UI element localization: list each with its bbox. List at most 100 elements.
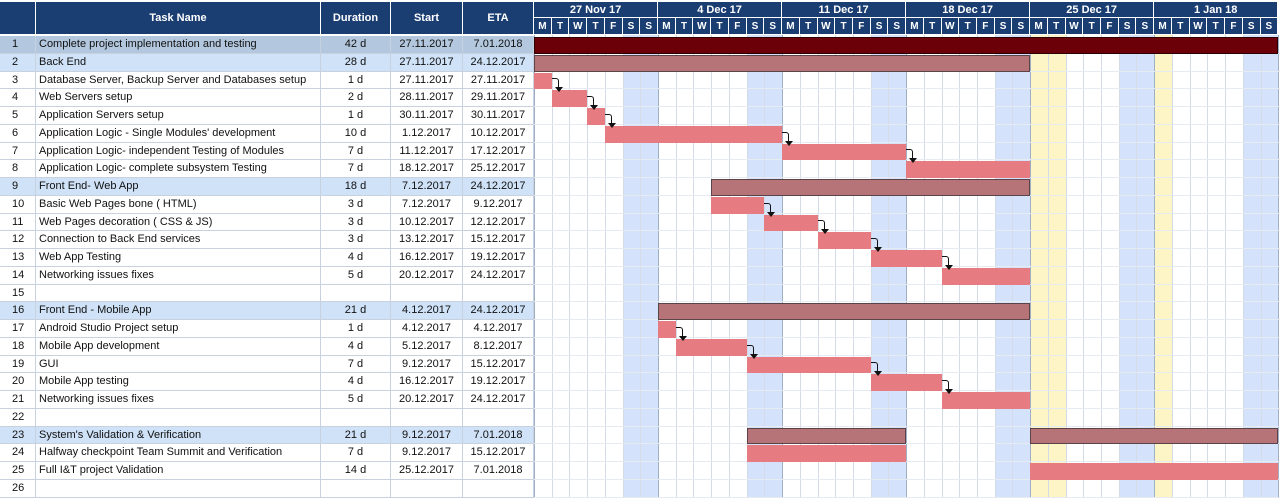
task-eta[interactable]: 17.12.2017 [463, 142, 534, 161]
task-duration[interactable]: 5 d [321, 266, 391, 285]
summary-bar[interactable] [534, 54, 1031, 72]
task-eta[interactable]: 7.01.2018 [463, 462, 534, 480]
task-bar[interactable] [658, 321, 676, 338]
task-start[interactable]: 30.11.2017 [391, 107, 463, 125]
task-eta[interactable]: 7.01.2018 [463, 36, 534, 54]
header-task-name[interactable]: Task Name [36, 2, 321, 34]
task-name[interactable]: Application Servers setup [36, 107, 321, 125]
task-name[interactable]: Application Logic- complete subsystem Te… [36, 160, 321, 178]
task-duration[interactable]: 3 d [321, 231, 391, 249]
task-duration[interactable]: 21 d [321, 426, 391, 445]
task-duration[interactable]: 18 d [321, 178, 391, 196]
task-name[interactable]: Application Logic- independent Testing o… [36, 142, 321, 161]
task-name[interactable]: Networking issues fixes [36, 391, 321, 409]
task-name[interactable]: Web Pages decoration ( CSS & JS) [36, 213, 321, 232]
task-start[interactable]: 7.12.2017 [391, 195, 463, 214]
task-start[interactable]: 9.12.2017 [391, 426, 463, 445]
header-eta[interactable]: ETA [463, 2, 534, 34]
task-start[interactable]: 4.12.2017 [391, 320, 463, 338]
task-start[interactable]: 18.12.2017 [391, 160, 463, 178]
task-eta[interactable]: 25.12.2017 [463, 160, 534, 178]
task-name[interactable]: Application Logic - Single Modules' deve… [36, 124, 321, 143]
header-start[interactable]: Start [391, 2, 463, 34]
task-bar[interactable] [764, 214, 818, 232]
task-bar[interactable] [1030, 463, 1279, 480]
task-start[interactable] [391, 284, 463, 303]
task-eta[interactable] [463, 284, 534, 303]
project-bar[interactable] [534, 37, 1279, 54]
task-name[interactable]: Networking issues fixes [36, 266, 321, 285]
task-duration[interactable]: 42 d [321, 36, 391, 54]
task-duration[interactable]: 1 d [321, 71, 391, 90]
task-bar[interactable] [941, 267, 1031, 285]
task-bar[interactable] [870, 250, 942, 267]
task-eta[interactable]: 8.12.2017 [463, 337, 534, 356]
task-name[interactable]: System's Validation & Verification [36, 426, 321, 445]
task-name[interactable]: Back End [36, 53, 321, 72]
task-start[interactable]: 7.12.2017 [391, 178, 463, 196]
task-start[interactable]: 1.12.2017 [391, 124, 463, 143]
task-eta[interactable]: 30.11.2017 [463, 107, 534, 125]
task-start[interactable]: 4.12.2017 [391, 302, 463, 320]
task-eta[interactable]: 24.12.2017 [463, 302, 534, 320]
task-duration[interactable]: 7 d [321, 444, 391, 462]
task-duration[interactable]: 21 d [321, 302, 391, 320]
task-name[interactable] [36, 479, 321, 498]
task-name[interactable]: GUI [36, 355, 321, 374]
task-eta[interactable]: 15.12.2017 [463, 444, 534, 462]
table-row[interactable]: 15 [0, 284, 534, 303]
task-bar[interactable] [711, 196, 765, 214]
task-name[interactable]: Full I&T project Validation [36, 462, 321, 480]
task-eta[interactable] [463, 408, 534, 427]
task-start[interactable]: 13.12.2017 [391, 231, 463, 249]
task-start[interactable] [391, 479, 463, 498]
task-eta[interactable]: 12.12.2017 [463, 213, 534, 232]
task-start[interactable]: 27.11.2017 [391, 71, 463, 90]
task-name[interactable]: Complete project implementation and test… [36, 36, 321, 54]
header-duration[interactable]: Duration [321, 2, 391, 34]
task-bar[interactable] [534, 72, 552, 90]
task-eta[interactable]: 7.01.2018 [463, 426, 534, 445]
task-duration[interactable] [321, 284, 391, 303]
task-bar[interactable] [675, 338, 747, 356]
task-bar[interactable] [551, 90, 588, 107]
task-duration[interactable] [321, 408, 391, 427]
task-name[interactable]: Halfway checkpoint Team Summit and Verif… [36, 444, 321, 462]
task-duration[interactable]: 10 d [321, 124, 391, 143]
task-eta[interactable]: 29.11.2017 [463, 89, 534, 107]
task-name[interactable]: Connection to Back End services [36, 231, 321, 249]
task-start[interactable]: 9.12.2017 [391, 355, 463, 374]
task-start[interactable]: 20.12.2017 [391, 391, 463, 409]
task-start[interactable]: 11.12.2017 [391, 142, 463, 161]
task-name[interactable]: Database Server, Backup Server and Datab… [36, 71, 321, 90]
table-row[interactable]: 22 [0, 408, 534, 427]
task-bar[interactable] [870, 374, 942, 391]
task-duration[interactable] [321, 479, 391, 498]
task-duration[interactable]: 28 d [321, 53, 391, 72]
task-bar[interactable] [746, 445, 907, 462]
task-eta[interactable]: 27.11.2017 [463, 71, 534, 90]
task-eta[interactable]: 24.12.2017 [463, 178, 534, 196]
task-duration[interactable]: 4 d [321, 249, 391, 267]
task-bar[interactable] [906, 161, 1031, 178]
task-duration[interactable]: 4 d [321, 337, 391, 356]
summary-bar[interactable] [1030, 427, 1279, 445]
summary-bar[interactable] [746, 427, 907, 445]
task-eta[interactable]: 10.12.2017 [463, 124, 534, 143]
